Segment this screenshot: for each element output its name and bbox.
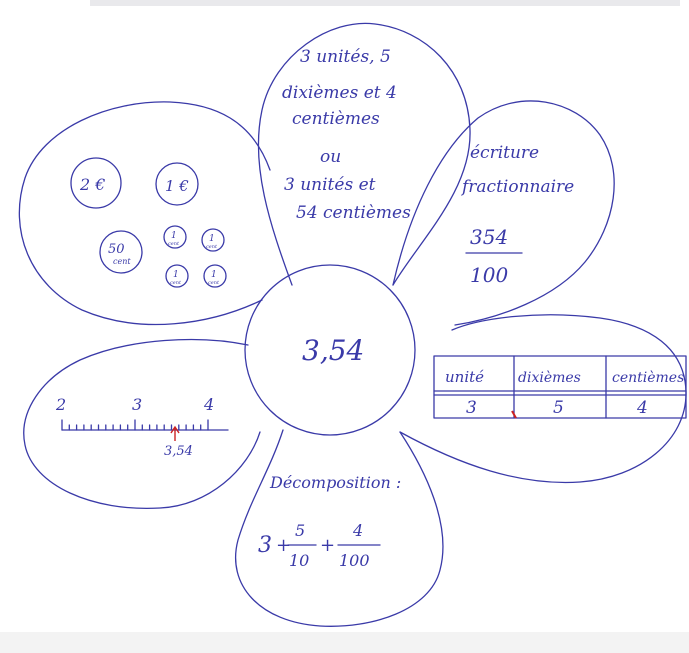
svg-text:1 €: 1 € [165,177,189,195]
words-or: ou [320,147,341,167]
table-value-unite: 3 [466,398,477,418]
svg-text:cent: cent [113,257,131,266]
svg-text:cent: cent [170,280,182,286]
number-line-label-2: 2 [55,395,66,414]
svg-text:4: 4 [352,521,363,540]
coin-1-cent-icon: 1 cent [163,225,187,249]
petal-top-right [392,100,615,326]
svg-text:+: + [276,535,291,556]
number-line-label-3: 3 [132,395,142,414]
center-value: 3,54 [302,334,364,367]
svg-text:2 €: 2 € [79,175,105,194]
number-line-marker-label: 3,54 [164,444,193,459]
coin-50-cent-icon: 50 cent [99,230,143,274]
fraction-denominator: 100 [470,263,508,287]
decomposition-title: Décomposition : [269,473,401,492]
coin-1-cent-icon: 1 cent [203,264,227,288]
svg-text:100: 100 [339,551,370,570]
petal-bottom [235,429,444,627]
number-line-label-4: 4 [203,395,214,414]
svg-text:10: 10 [289,551,309,570]
svg-text:1: 1 [171,231,177,241]
table-header-unite: unité [445,368,484,386]
svg-text:3: 3 [258,533,272,558]
petal-left [23,338,261,510]
coin-1-euro-icon: 1 € [155,162,199,206]
table-header-centiemes: centièmes [612,370,684,386]
fraction-title-2: fractionnaire [460,177,574,197]
svg-text:1: 1 [211,270,217,280]
words-line-5: 54 centièmes [296,203,411,223]
words-line-3: centièmes [292,109,380,129]
svg-text:1: 1 [209,234,215,244]
svg-text:cent: cent [206,244,218,250]
scan-top-edge [90,0,680,6]
petal-top-left [18,101,271,326]
center-circle [244,264,416,436]
scan-bottom-band [0,632,689,653]
number-line: 2 3 4 3,54 [55,395,229,459]
words-line-1: 3 unités, 5 [300,47,391,67]
table-value-centiemes: 4 [636,398,648,418]
svg-text:cent: cent [208,280,220,286]
svg-text:+: + [320,535,335,556]
coin-1-cent-icon: 1 cent [165,264,189,288]
fraction-title-1: écriture [470,143,539,163]
coin-2-euro-icon: 2 € [70,157,122,209]
svg-text:1: 1 [173,270,179,280]
svg-text:cent: cent [168,241,180,247]
words-line-2: dixièmes et 4 [282,83,397,103]
table-value-dixiemes: 5 [553,398,564,418]
table-header-dixiemes: dixièmes [518,370,581,386]
place-value-table: unité dixièmes centièmes 3 5 4 [433,355,687,419]
petal-top [257,22,471,286]
decomposition-expression: 3 + 5 10 + 4 100 [258,521,381,570]
coin-1-cent-icon: 1 cent [201,228,225,252]
svg-text:5: 5 [295,521,305,540]
words-line-4: 3 unités et [284,175,376,195]
fraction-numerator: 354 [470,225,508,249]
number-line-marker-arrow [170,425,180,441]
svg-text:50: 50 [108,242,125,257]
